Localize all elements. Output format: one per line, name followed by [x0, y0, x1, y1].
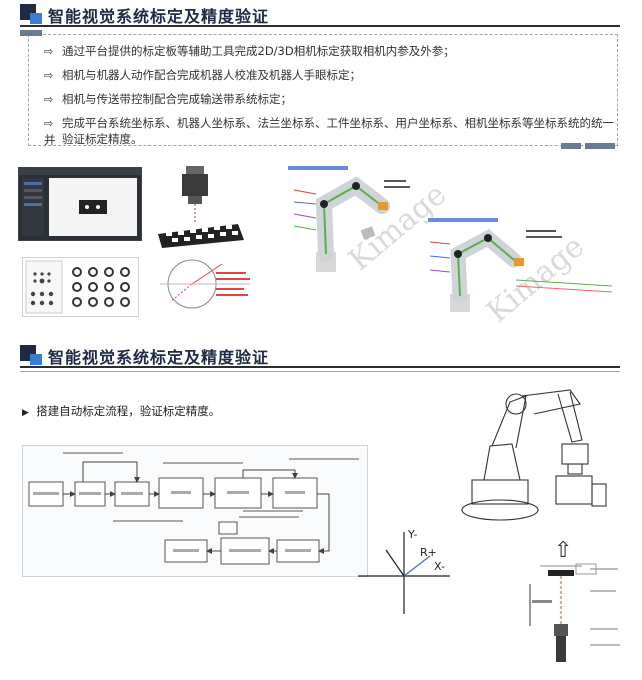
bullet-1: ⇨通过平台提供的标定板等辅助工具完成2D/3D相机标定获取相机内参及外参； [44, 44, 455, 58]
section2-icon [20, 345, 42, 365]
dot-board-svg [25, 260, 130, 314]
arrow-icon: ⇨ [44, 117, 54, 130]
section2-divider [20, 366, 620, 368]
bullet-4-cont: 验证标定精度。 [62, 132, 143, 146]
section1-title: 智能视觉系统标定及精度验证 [48, 7, 270, 26]
robot-arm-svg-1 [288, 166, 410, 272]
camera-svg [158, 166, 244, 248]
calibration-geometry-diagram [150, 252, 260, 314]
section2-divider-thin [20, 371, 620, 372]
up-arrow-icon: ⇧ [554, 538, 573, 563]
robot-arm-svg-2 [428, 218, 613, 312]
arrow-icon: ⇨ [44, 45, 54, 58]
bullet-2: ⇨相机与机器人动作配合完成机器人校准及机器人手眼标定； [44, 68, 361, 82]
bullet-3: ⇨相机与传送带控制配合完成输送带系统标定； [44, 92, 292, 106]
triangle-bullet-icon: ▶ [22, 408, 29, 418]
axis-label-y-minus: Y- [408, 528, 418, 541]
hand-eye-diagram-2 [426, 216, 618, 316]
section1-icon [20, 4, 42, 24]
hand-eye-diagram-1 [286, 164, 416, 276]
calibration-flowchart [22, 445, 368, 577]
arrow-icon: ⇨ [44, 93, 54, 106]
height-svg [529, 563, 620, 662]
axis-label-r-plus: R+ [420, 546, 437, 559]
box-corner-deco [20, 30, 42, 36]
box-corner-deco-2 [561, 143, 581, 149]
software-screenshot [18, 167, 142, 241]
section1-divider [20, 25, 620, 27]
section2-bullet: ▶ 搭建自动标定流程，验证标定精度。 [22, 404, 221, 418]
axis-label-x-minus: X- [434, 560, 445, 573]
robot-arm-line-svg [461, 389, 607, 521]
arrow-icon: ⇨ [44, 69, 54, 82]
camera-height-diagram [520, 562, 624, 672]
section1-bullet-box [28, 34, 618, 146]
flowchart-svg [28, 452, 359, 565]
camera-checkerboard [148, 162, 248, 248]
geometry-svg [160, 259, 250, 309]
calibration-dot-boards [22, 257, 139, 317]
coordinate-axes [356, 528, 466, 618]
bullet-4: ⇨完成平台系统坐标系、机器人坐标系、法兰坐标系、工件坐标系、用户坐标系、相机坐标… [44, 116, 614, 147]
axes-svg [358, 532, 450, 614]
box-corner-deco-3 [585, 143, 615, 149]
section2-title: 智能视觉系统标定及精度验证 [48, 348, 270, 367]
robot-arm-drawing [450, 384, 630, 532]
